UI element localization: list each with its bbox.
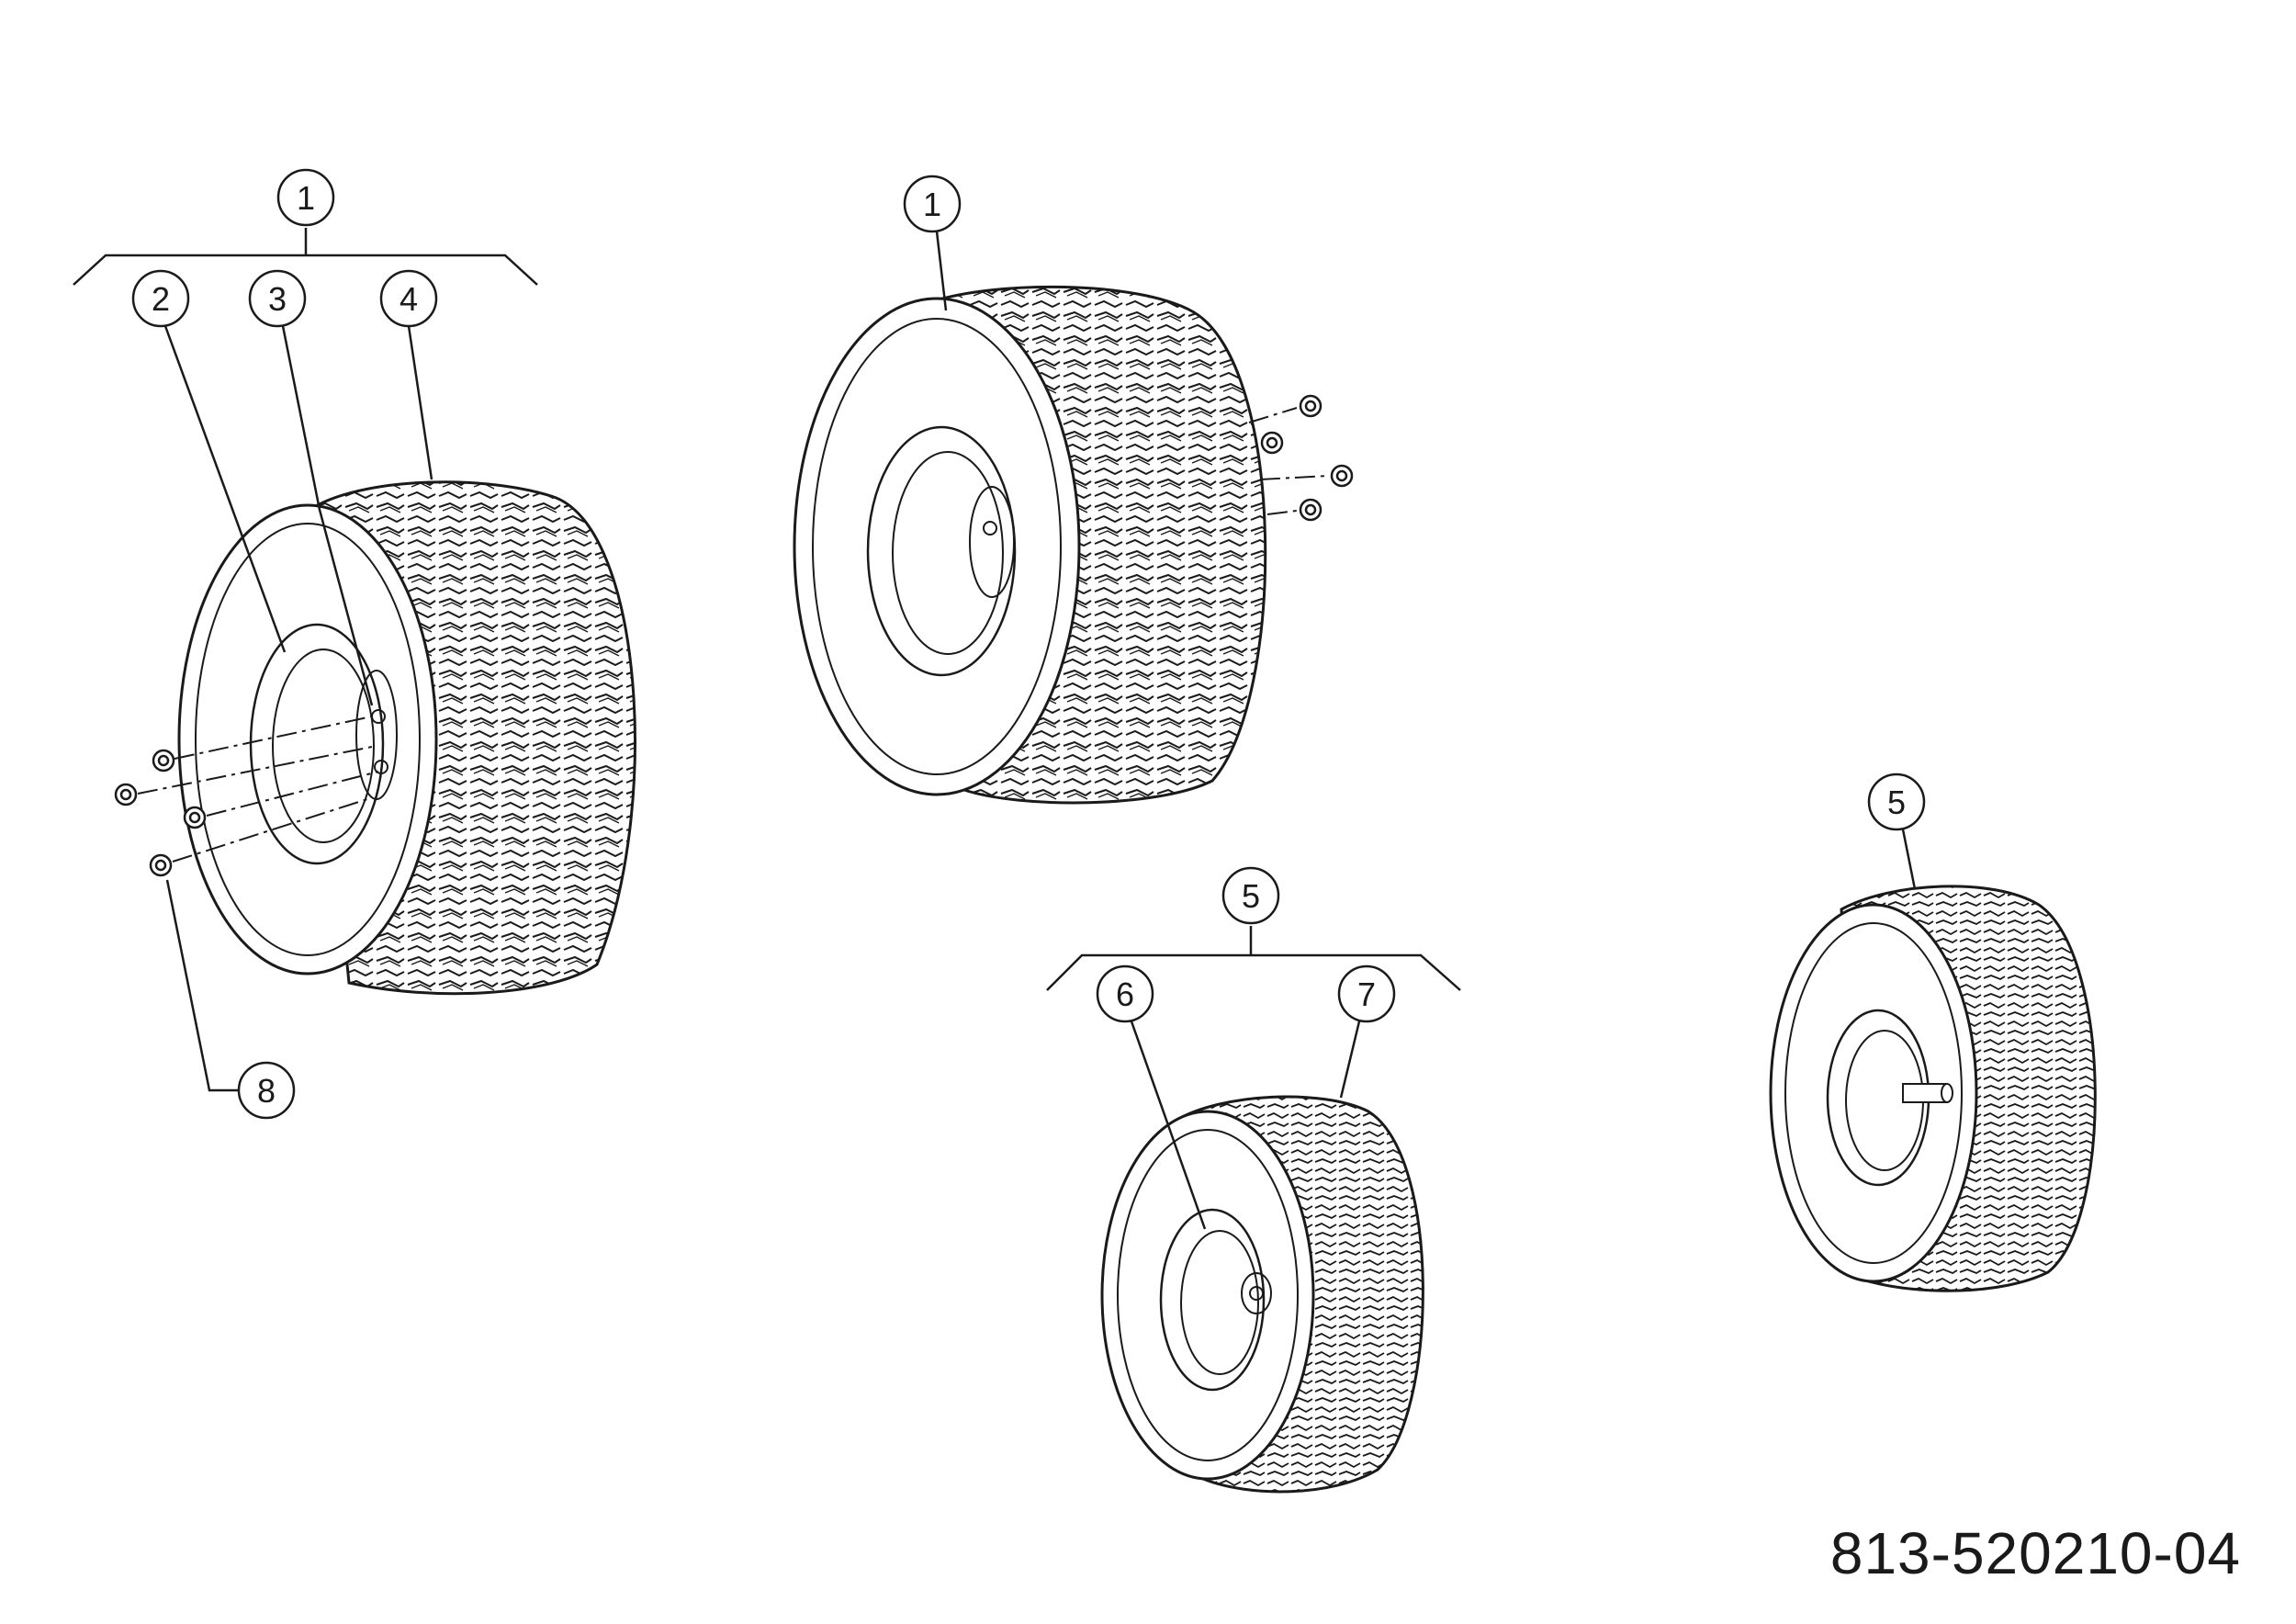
stud-axis-lines-right: [1248, 407, 1329, 515]
rear-wheel-exploded: [177, 480, 636, 996]
callout-5-middle: 5: [1221, 866, 1280, 925]
callout-5-right-text: 5: [1887, 784, 1906, 821]
callout-8-text: 8: [257, 1072, 276, 1110]
callout-7: 7: [1337, 964, 1396, 1099]
rear-wheel-assembled: [793, 285, 1267, 805]
drawing-number: 813-520210-04: [1829, 1520, 2241, 1586]
lug-nuts-right: [1260, 394, 1354, 522]
callout-4: 4: [379, 269, 438, 480]
callout-1-right-text: 1: [923, 186, 941, 223]
callout-2-text: 2: [152, 280, 170, 318]
callout-3: 3: [248, 269, 374, 706]
callout-8: 8: [165, 879, 296, 1120]
callout-5-right: 5: [1867, 773, 1926, 890]
callout-6: 6: [1096, 964, 1207, 1230]
callout-3-text: 3: [268, 280, 287, 318]
callout-group-1-left: [73, 228, 538, 286]
callout-1-right: 1: [903, 175, 962, 311]
callout-1-left-text: 1: [297, 179, 315, 217]
front-wheel-exploded: [1100, 1095, 1424, 1494]
callout-7-text: 7: [1357, 976, 1376, 1013]
callout-1-left: 1: [276, 168, 335, 227]
callout-group-5-middle: [1046, 926, 1461, 991]
callout-4-text: 4: [400, 280, 418, 318]
front-wheel-assembled: [1769, 885, 2097, 1292]
stud-axis-lines-left: [137, 716, 379, 863]
lug-nuts-left: [114, 749, 207, 877]
callout-6-text: 6: [1116, 976, 1134, 1013]
callout-5-middle-text: 5: [1242, 877, 1260, 915]
callout-2: 2: [131, 269, 287, 653]
